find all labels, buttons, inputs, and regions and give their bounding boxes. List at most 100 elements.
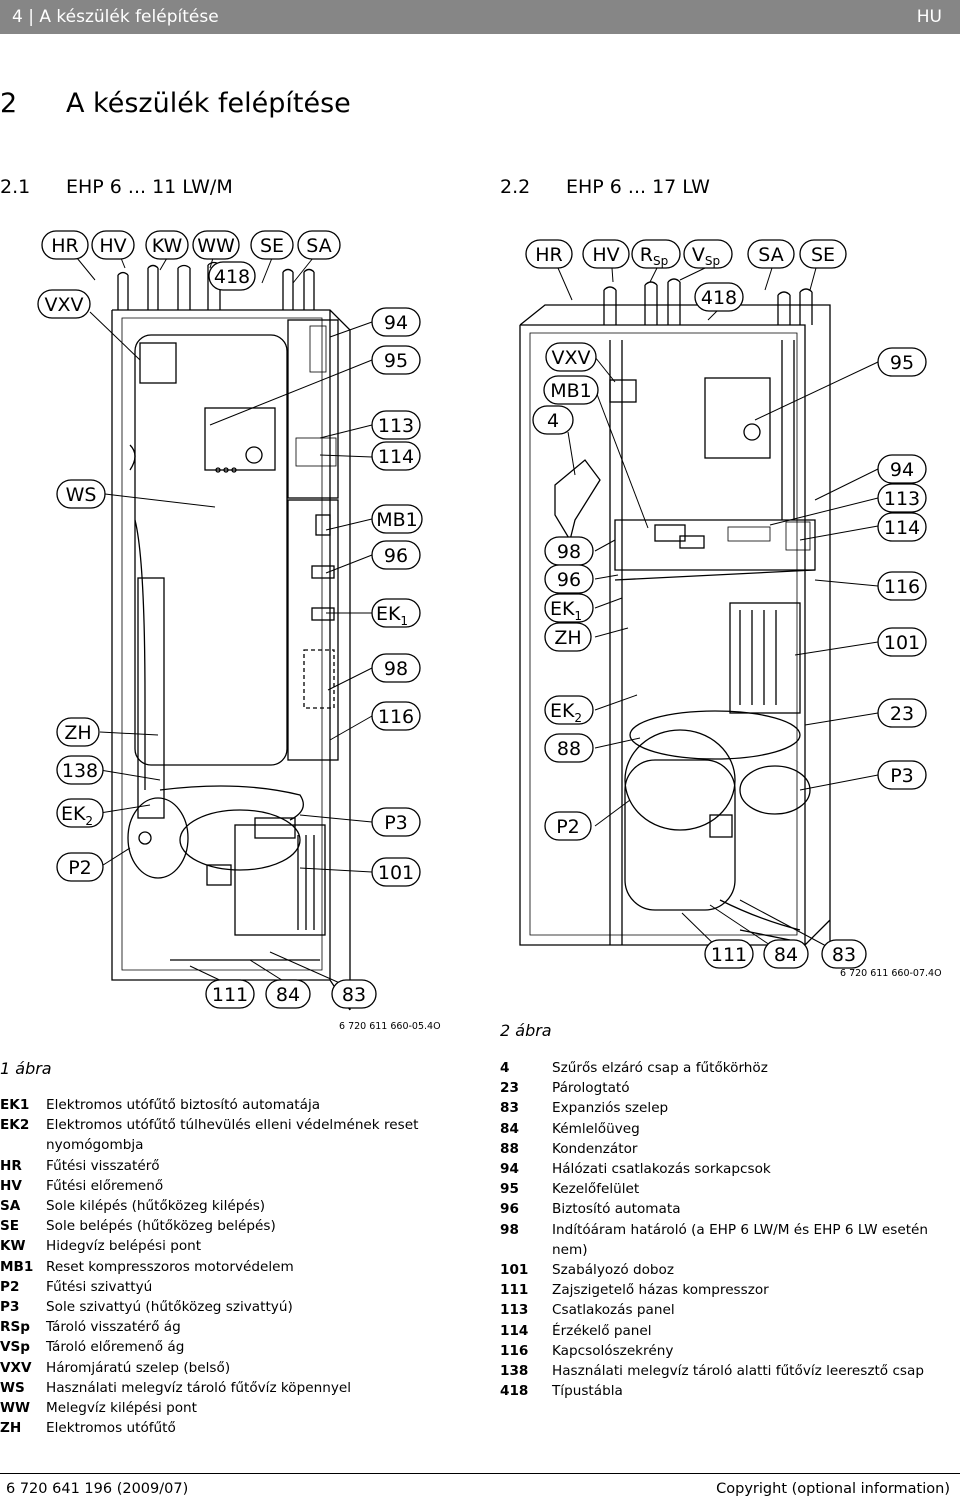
label-kw: KW xyxy=(152,235,183,257)
header-section: 4 | A készülék felépítése xyxy=(12,7,219,27)
label-p3: P3 xyxy=(384,812,408,834)
label-vxv: VXV xyxy=(44,294,83,316)
label-ek1: EK1 xyxy=(550,598,582,623)
label-116: 116 xyxy=(378,706,414,728)
label-94: 94 xyxy=(384,312,408,334)
chapter-text: A készülék felépítése xyxy=(66,88,351,119)
label-113: 113 xyxy=(378,415,414,437)
chapter-title: 2 A készülék felépítése xyxy=(0,88,351,119)
label-sa: SA xyxy=(306,235,331,257)
label-zh: ZH xyxy=(64,722,91,744)
label-p2: P2 xyxy=(556,816,580,838)
label-84: 84 xyxy=(276,984,300,1006)
unit-drawing xyxy=(76,257,373,1011)
label-418: 418 xyxy=(214,266,250,288)
figure-2-diagram: HR HV RSp VSp SA SE 418 VXV MB1 4 95 94 … xyxy=(519,239,927,969)
callout-texts: HR HV RSp VSp SA SE 418 VXV MB1 4 95 94 … xyxy=(535,244,920,966)
label-ws: WS xyxy=(66,484,97,506)
callout-texts: HR HV KW WW SE SA 418 VXV 94 95 113 114 … xyxy=(44,235,417,1006)
label-ek2: EK2 xyxy=(61,803,93,828)
label-vsp: VSp xyxy=(692,244,720,268)
label-p2: P2 xyxy=(68,857,92,879)
callouts xyxy=(525,239,927,969)
label-23: 23 xyxy=(890,703,914,725)
label-418: 418 xyxy=(701,287,737,309)
label-98: 98 xyxy=(384,658,408,680)
figure-1-diagram: HR HV KW WW SE SA 418 VXV 94 95 113 114 … xyxy=(37,230,423,1011)
label-rsp: RSp xyxy=(640,244,668,268)
label-101: 101 xyxy=(378,862,414,884)
label-sa: SA xyxy=(758,244,783,266)
section-text: EHP 6 ... 11 LW/M xyxy=(66,176,233,198)
label-vxv: VXV xyxy=(551,347,590,369)
label-101: 101 xyxy=(884,632,920,654)
label-116: 116 xyxy=(884,576,920,598)
unit-drawing xyxy=(519,278,831,946)
label-hv: HV xyxy=(99,235,126,257)
page-footer: 6 720 641 196 (2009/07) Copyright (optio… xyxy=(0,1473,960,1497)
label-138: 138 xyxy=(62,760,98,782)
label-se: SE xyxy=(811,244,835,266)
figure-1-code: 6 720 611 660-05.4O xyxy=(339,1021,441,1032)
label-p3: P3 xyxy=(890,765,914,787)
header-language: HU xyxy=(916,7,942,27)
label-98: 98 xyxy=(557,541,581,563)
footer-doc-number: 6 720 641 196 (2009/07) xyxy=(6,1481,189,1497)
label-114: 114 xyxy=(378,446,414,468)
label-ww: WW xyxy=(197,235,235,257)
label-mb1: MB1 xyxy=(376,509,418,531)
figure-2-caption: 2 ábra xyxy=(500,1021,552,1040)
figure-1-caption: 1 ábra xyxy=(0,1059,52,1078)
label-96: 96 xyxy=(557,569,581,591)
label-hr: HR xyxy=(535,244,563,266)
label-mb1: MB1 xyxy=(550,380,592,402)
label-ek2: EK2 xyxy=(550,700,582,725)
label-113: 113 xyxy=(884,488,920,510)
label-83: 83 xyxy=(342,984,366,1006)
figure-2-code: 6 720 611 660-07.4O xyxy=(840,968,942,979)
callouts xyxy=(37,230,423,1009)
label-hr: HR xyxy=(51,235,79,257)
label-se: SE xyxy=(260,235,284,257)
label-84: 84 xyxy=(774,944,798,966)
label-95: 95 xyxy=(384,350,408,372)
label-94: 94 xyxy=(890,459,914,481)
page-header: 4 | A készülék felépítése HU xyxy=(0,0,960,34)
section-title-2: 2.2 EHP 6 ... 17 LW xyxy=(500,176,710,198)
chapter-number: 2 xyxy=(0,88,18,119)
section-text: EHP 6 ... 17 LW xyxy=(566,176,710,198)
label-88: 88 xyxy=(557,738,581,760)
label-ek1: EK1 xyxy=(376,603,408,628)
label-4: 4 xyxy=(547,410,559,432)
section-number: 2.2 xyxy=(500,176,531,198)
label-hv: HV xyxy=(592,244,619,266)
section-number: 2.1 xyxy=(0,176,31,198)
